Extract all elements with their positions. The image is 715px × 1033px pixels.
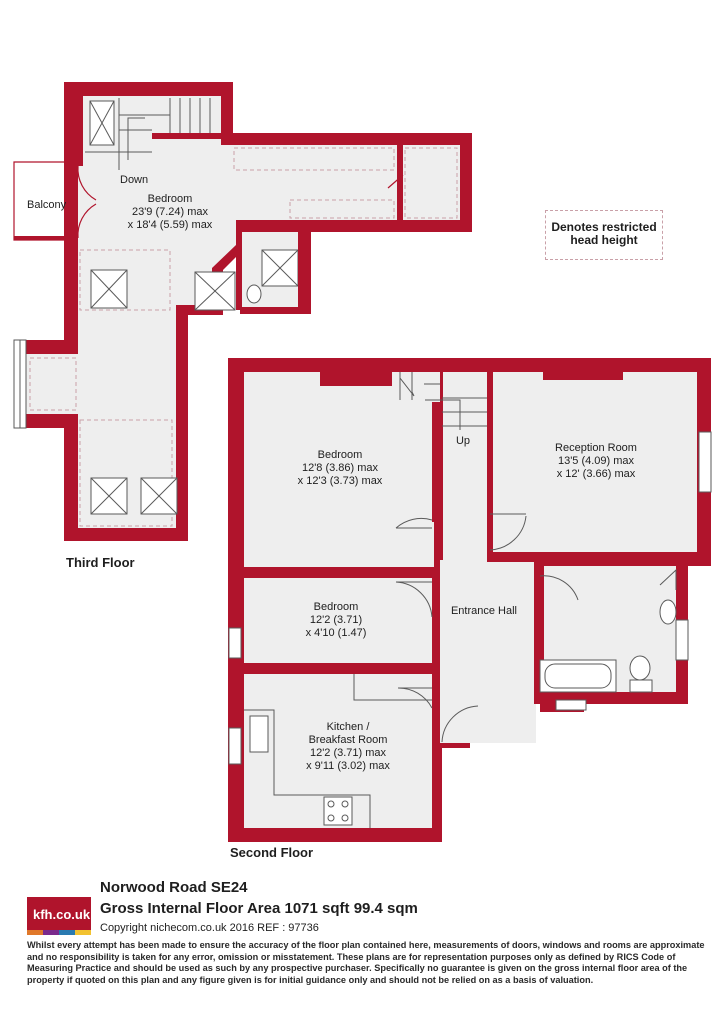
reception-dim2: x 12' (3.66) max <box>557 468 636 480</box>
basin <box>659 599 677 625</box>
entrance-hall-label: Entrance Hall <box>451 605 517 617</box>
kitchen-name-2: Breakfast Room <box>309 734 388 746</box>
third-floor-plan <box>13 82 472 541</box>
kitchen-dim2: x 9'11 (3.02) max <box>306 760 390 772</box>
logo-text: kfh.co.uk <box>33 907 91 922</box>
third-floor-caption: Third Floor <box>66 555 135 570</box>
restricted-height-legend: Denotes restricted head height <box>545 210 663 260</box>
floor-plan-drawing: Down Balcony Bedroom 23'9 (7.24) max x 1… <box>13 82 712 842</box>
balcony-label: Balcony <box>27 199 67 211</box>
kfh-logo: kfh.co.uk <box>27 897 91 935</box>
logo-stripe-blue <box>59 930 75 935</box>
bedroom-2-name: Bedroom <box>314 601 359 613</box>
reception-name: Reception Room <box>555 442 637 454</box>
balcony <box>13 161 97 241</box>
third-floor-stairs <box>119 98 211 160</box>
second-floor-plan <box>228 358 712 842</box>
third-floor-skylights <box>90 269 178 515</box>
toilet <box>629 655 651 681</box>
logo-stripe-yellow <box>75 930 91 935</box>
hob <box>323 796 353 826</box>
bedroom-1-dim1: 12'8 (3.86) max <box>302 462 379 474</box>
down-label: Down <box>120 174 148 186</box>
third-bedroom-dim2: x 18'4 (5.59) max <box>128 219 213 231</box>
legend-line-2: head height <box>570 233 638 247</box>
bedroom-1-name: Bedroom <box>318 449 363 461</box>
kitchen-name-1: Kitchen / <box>327 721 371 733</box>
entrance-hall-floor <box>440 560 536 743</box>
third-bedroom-name: Bedroom <box>148 193 193 205</box>
disclaimer: Whilst every attempt has been made to en… <box>27 940 705 985</box>
bedroom-2-dim2: x 4'10 (1.47) <box>306 627 367 639</box>
second-floor-stairs <box>399 372 487 430</box>
third-bedroom-dim1: 23'9 (7.24) max <box>132 206 209 218</box>
kitchen-sink <box>249 715 269 753</box>
copyright: Copyright nichecom.co.uk 2016 REF : 9773… <box>100 922 319 934</box>
legend-line-1: Denotes restricted <box>551 220 657 234</box>
logo-stripe-orange <box>27 930 43 935</box>
up-label: Up <box>456 435 470 447</box>
bedroom-1-dim2: x 12'3 (3.73) max <box>298 475 383 487</box>
second-floor-caption: Second Floor <box>230 845 314 860</box>
bedroom-1-floor <box>244 372 434 567</box>
bedroom-2-dim1: 12'2 (3.71) <box>310 614 362 626</box>
logo-stripe-purple <box>43 930 59 935</box>
bedroom-2-floor <box>244 578 432 663</box>
kitchen-dim1: 12'2 (3.71) max <box>310 747 387 759</box>
reception-floor <box>493 372 697 552</box>
property-address: Norwood Road SE24 <box>100 879 248 896</box>
gross-internal-area: Gross Internal Floor Area 1071 sqft 99.4… <box>100 900 418 917</box>
reception-dim1: 13'5 (4.09) max <box>558 455 635 467</box>
